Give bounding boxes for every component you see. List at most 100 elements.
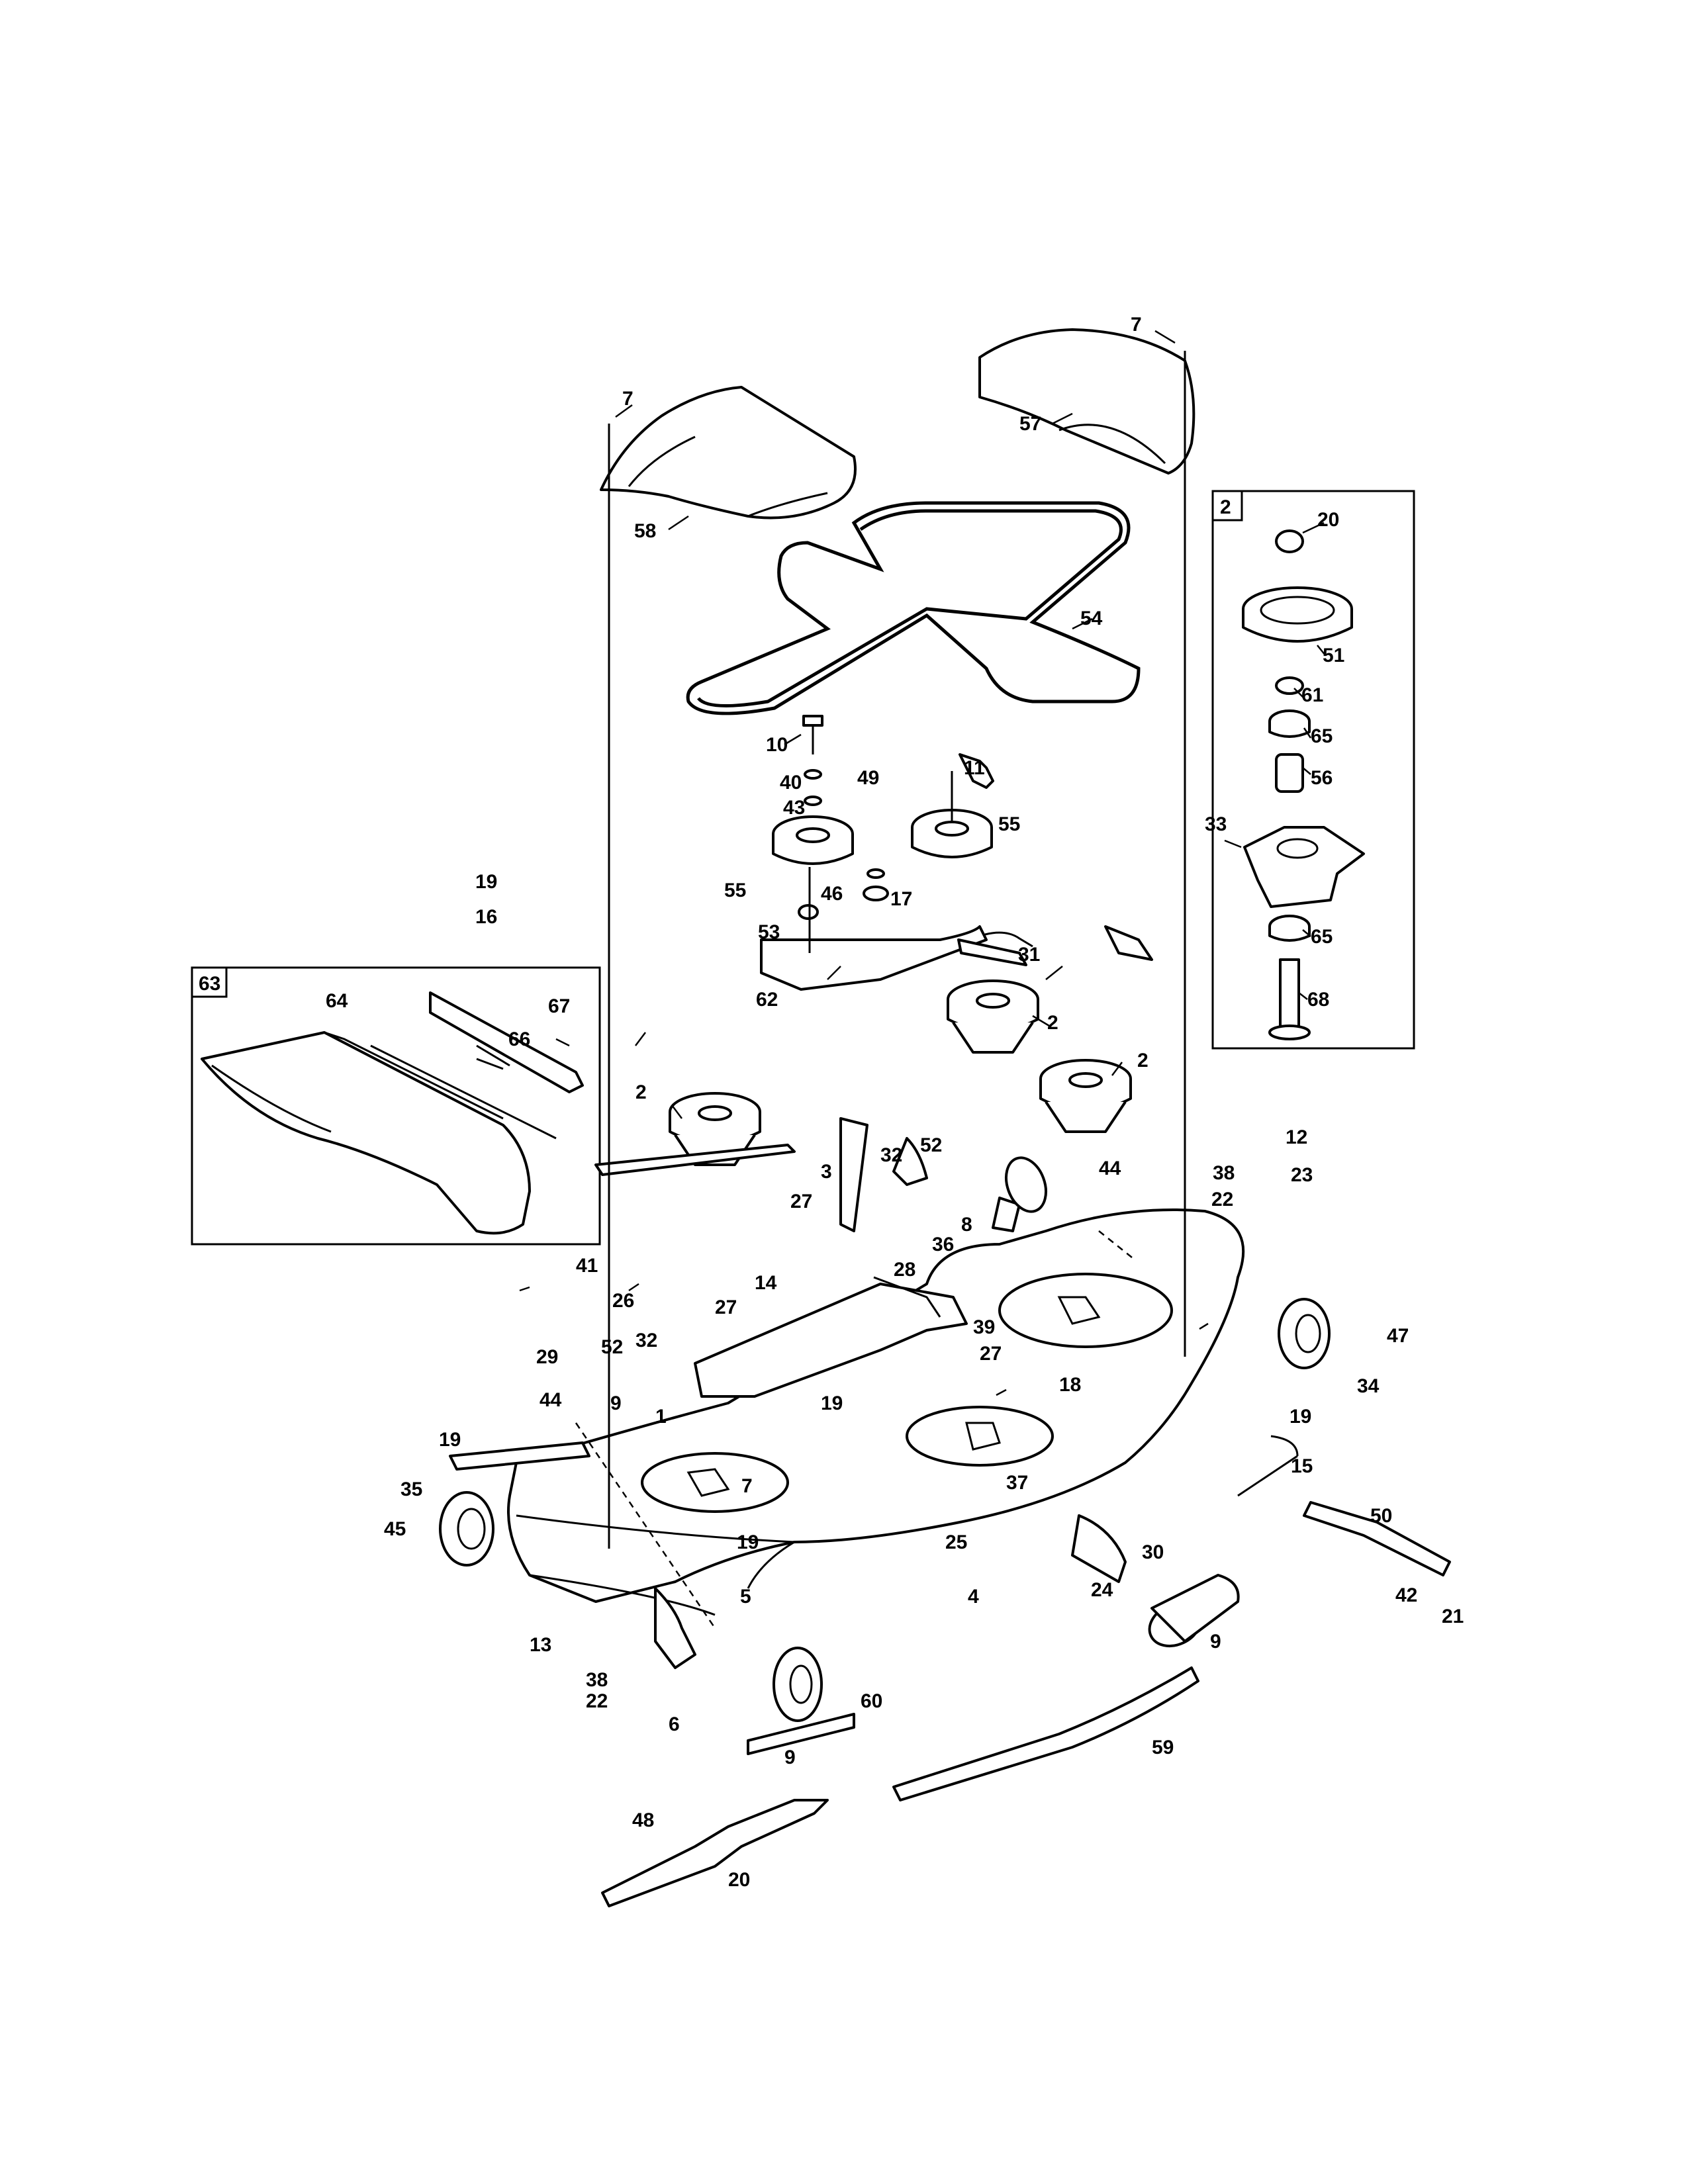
callout-number-2: 2 bbox=[1137, 1050, 1149, 1071]
callout-number-9: 9 bbox=[610, 1392, 622, 1414]
belt bbox=[686, 501, 1141, 715]
callout-number-11: 11 bbox=[964, 757, 985, 779]
callout-number-17: 17 bbox=[890, 888, 912, 910]
callout-number-14: 14 bbox=[755, 1272, 777, 1294]
callout-number-29: 29 bbox=[536, 1346, 558, 1368]
callout-number-6: 6 bbox=[669, 1713, 680, 1735]
callout-number-66: 66 bbox=[508, 1028, 530, 1050]
callout-number-39: 39 bbox=[973, 1316, 995, 1338]
callout-number-65: 65 bbox=[1311, 725, 1333, 747]
callout-number-22: 22 bbox=[1211, 1189, 1233, 1210]
callout-number-43: 43 bbox=[783, 797, 805, 819]
deck-hardware bbox=[449, 351, 1451, 1907]
callout-number-49: 49 bbox=[857, 767, 879, 789]
callout-number-52: 52 bbox=[920, 1134, 942, 1156]
callout-number-59: 59 bbox=[1152, 1737, 1174, 1758]
callout-number-10: 10 bbox=[766, 734, 788, 756]
callout-number-52: 52 bbox=[601, 1336, 623, 1358]
spindle-housing bbox=[669, 979, 1132, 1166]
callout-number-68: 68 bbox=[1307, 989, 1329, 1011]
callout-number-46: 46 bbox=[821, 883, 843, 905]
callout-number-26: 26 bbox=[612, 1290, 634, 1312]
callout-number-7: 7 bbox=[1131, 314, 1142, 336]
callout-number-36: 36 bbox=[932, 1234, 954, 1255]
callout-number-35: 35 bbox=[400, 1479, 422, 1500]
callout-number-2: 2 bbox=[1047, 1012, 1058, 1034]
callout-number-13: 13 bbox=[530, 1634, 551, 1656]
callout-number-58: 58 bbox=[634, 520, 656, 542]
mulch-kit-inset-box: 63 bbox=[191, 966, 601, 1246]
callout-number-67: 67 bbox=[548, 995, 570, 1017]
callout-number-28: 28 bbox=[894, 1259, 915, 1281]
callout-number-53: 53 bbox=[758, 921, 780, 943]
callout-number-31: 31 bbox=[1018, 944, 1040, 966]
callout-number-3: 3 bbox=[821, 1161, 832, 1183]
idler-assembly bbox=[760, 715, 1033, 991]
callout-number-56: 56 bbox=[1311, 767, 1333, 789]
callout-number-12: 12 bbox=[1286, 1126, 1307, 1148]
callout-number-22: 22 bbox=[586, 1690, 608, 1712]
callout-number-1: 1 bbox=[655, 1406, 667, 1428]
inset-box-label: 2 bbox=[1220, 496, 1231, 518]
callout-number-2: 2 bbox=[635, 1081, 647, 1103]
inset-box-label: 63 bbox=[199, 973, 220, 995]
callout-number-57: 57 bbox=[1019, 413, 1041, 435]
callout-number-7: 7 bbox=[622, 388, 633, 410]
callout-number-30: 30 bbox=[1142, 1541, 1164, 1563]
callout-number-38: 38 bbox=[586, 1669, 608, 1691]
callout-number-54: 54 bbox=[1080, 608, 1103, 629]
callout-number-32: 32 bbox=[880, 1144, 902, 1166]
callout-number-51: 51 bbox=[1323, 645, 1344, 666]
callout-number-65: 65 bbox=[1311, 926, 1333, 948]
belt-cover-left bbox=[600, 386, 857, 520]
callout-number-19: 19 bbox=[1289, 1406, 1311, 1428]
callout-number-55: 55 bbox=[998, 813, 1020, 835]
callout-leaders bbox=[519, 330, 1326, 1396]
callout-number-5: 5 bbox=[740, 1586, 751, 1608]
callout-number-24: 24 bbox=[1091, 1579, 1113, 1601]
callout-number-9: 9 bbox=[1210, 1631, 1221, 1653]
callout-number-61: 61 bbox=[1301, 684, 1323, 706]
callout-number-62: 62 bbox=[756, 989, 778, 1011]
callout-number-42: 42 bbox=[1395, 1584, 1417, 1606]
belt-cover-right bbox=[978, 328, 1196, 475]
gauge-wheels bbox=[439, 1298, 1331, 1722]
callout-number-19: 19 bbox=[439, 1429, 461, 1451]
callout-number-19: 19 bbox=[821, 1392, 843, 1414]
callout-number-44: 44 bbox=[539, 1389, 562, 1411]
callout-number-7: 7 bbox=[741, 1475, 753, 1497]
callout-number-34: 34 bbox=[1357, 1375, 1380, 1397]
callout-number-4: 4 bbox=[968, 1586, 979, 1608]
callout-number-41: 41 bbox=[576, 1255, 598, 1277]
callout-number-47: 47 bbox=[1387, 1325, 1409, 1347]
callout-number-8: 8 bbox=[961, 1214, 972, 1236]
callout-number-19: 19 bbox=[737, 1531, 759, 1553]
callout-number-32: 32 bbox=[635, 1330, 657, 1351]
callout-number-33: 33 bbox=[1205, 813, 1227, 835]
callout-number-50: 50 bbox=[1370, 1505, 1392, 1527]
callout-number-18: 18 bbox=[1059, 1374, 1081, 1396]
callout-number-25: 25 bbox=[945, 1531, 967, 1553]
callout-number-55: 55 bbox=[724, 880, 746, 901]
mower-deck bbox=[507, 1117, 1245, 1669]
callout-number-19: 19 bbox=[475, 871, 497, 893]
callout-number-23: 23 bbox=[1291, 1164, 1313, 1186]
callout-number-38: 38 bbox=[1213, 1162, 1235, 1184]
callout-number-16: 16 bbox=[475, 906, 497, 928]
callout-number-45: 45 bbox=[384, 1518, 406, 1540]
callout-number-48: 48 bbox=[632, 1809, 654, 1831]
callout-number-15: 15 bbox=[1291, 1455, 1313, 1477]
callout-number-27: 27 bbox=[715, 1297, 737, 1318]
callout-number-9: 9 bbox=[784, 1747, 796, 1768]
callout-number-40: 40 bbox=[780, 772, 802, 794]
callout-number-20: 20 bbox=[728, 1869, 750, 1891]
callout-number-27: 27 bbox=[790, 1191, 812, 1212]
spindle-inset-box: 2 bbox=[1211, 490, 1415, 1050]
callout-number-21: 21 bbox=[1442, 1606, 1464, 1627]
callout-number-37: 37 bbox=[1006, 1472, 1028, 1494]
callout-number-20: 20 bbox=[1317, 509, 1339, 531]
callout-number-27: 27 bbox=[980, 1343, 1002, 1365]
callout-number-44: 44 bbox=[1099, 1158, 1121, 1179]
